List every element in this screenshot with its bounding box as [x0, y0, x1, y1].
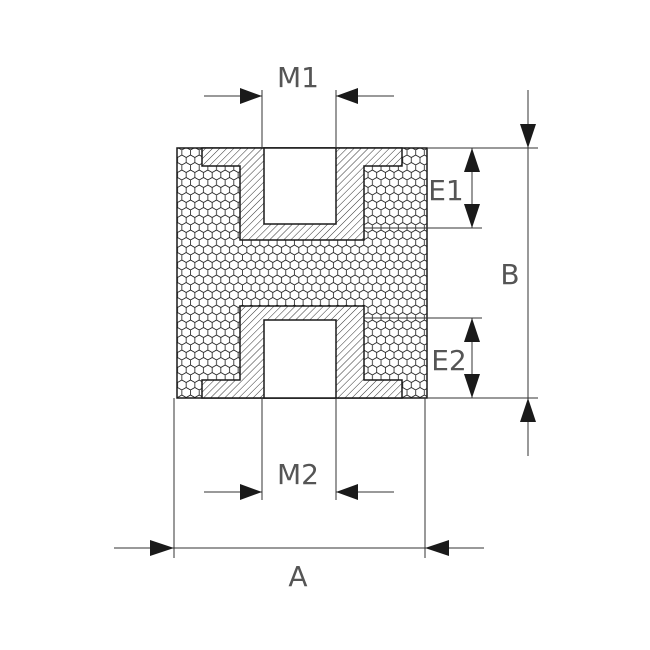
e2-arrow-bottom	[464, 374, 480, 398]
top-bore	[263, 147, 337, 225]
a-arrow-right	[425, 540, 449, 556]
b-arrow-top	[520, 124, 536, 148]
m1-arrow-left	[240, 88, 262, 104]
e2-arrow-top	[464, 318, 480, 342]
bottom-metal-insert	[201, 305, 403, 399]
label-m2: M2	[277, 458, 319, 491]
m2-arrow-right	[336, 484, 358, 500]
label-m1: M1	[277, 61, 319, 94]
b-arrow-bottom	[520, 398, 536, 422]
label-e1: E1	[428, 174, 464, 207]
label-a: A	[288, 560, 307, 593]
label-e2: E2	[431, 344, 467, 377]
label-b: B	[500, 258, 519, 291]
m1-arrow-right	[336, 88, 358, 104]
a-arrow-left	[150, 540, 174, 556]
e1-arrow-bottom	[464, 204, 480, 228]
e1-arrow-top	[464, 148, 480, 172]
bottom-bore	[263, 319, 337, 399]
m2-arrow-left	[240, 484, 262, 500]
top-metal-insert	[201, 147, 403, 241]
